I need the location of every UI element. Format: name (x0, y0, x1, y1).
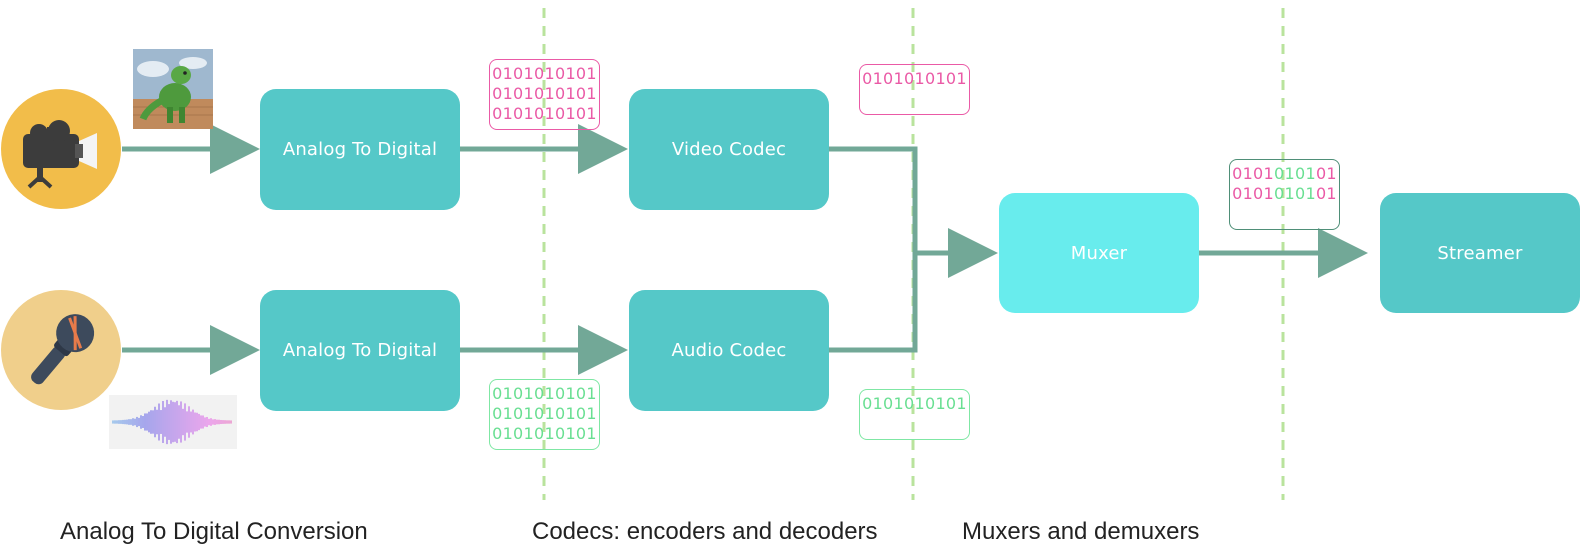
streamer-node: Streamer (1380, 193, 1580, 313)
bits-line: 0101010101 (492, 64, 597, 83)
muxed-bits-line-2: 0101010101 (1230, 184, 1339, 204)
bits-segment: 0101 (1232, 164, 1275, 183)
bits-segment: 0101 (1274, 164, 1316, 183)
raw-audio-bits: 0101010101 0101010101 0101010101 (489, 379, 600, 450)
analog-to-digital-audio-node: Analog To Digital (260, 290, 460, 411)
microphone-icon (31, 314, 95, 385)
muxer-node: Muxer (999, 193, 1199, 313)
encoded-video-bits: 0101010101 (859, 64, 970, 115)
raw-video-bits: 0101010101 0101010101 0101010101 (489, 59, 600, 130)
analog-to-digital-video-node: Analog To Digital (260, 89, 460, 210)
bits-segment: 01 (1315, 184, 1337, 203)
caption-muxers: Muxers and demuxers (962, 518, 1200, 545)
bits-segment: 0101 (1274, 184, 1316, 203)
caption-codecs: Codecs: encoders and decoders (532, 518, 878, 545)
bits-line: 0101010101 (492, 424, 597, 443)
muxed-bits-line-1: 0101010101 (1230, 164, 1339, 184)
video-codec-node: Video Codec (629, 89, 829, 210)
video-camera-icon (23, 120, 97, 189)
bits-segment: 0101 (1232, 184, 1275, 203)
bits-segment: 01 (1315, 164, 1337, 183)
bits-line: 0101010101 (492, 104, 597, 123)
encoded-audio-bits: 0101010101 (859, 389, 970, 440)
connector-audio-codec-merge (829, 253, 918, 353)
camera-source (1, 89, 121, 209)
audio-codec-node: Audio Codec (629, 290, 829, 411)
microphone-source (1, 290, 121, 410)
bits-line: 0101010101 (862, 69, 967, 88)
bits-line: 0101010101 (492, 84, 597, 103)
audio-waveform-image (109, 395, 237, 449)
muxed-bits: 0101010101 0101010101 (1229, 159, 1340, 230)
bits-line: 0101010101 (492, 384, 597, 403)
bits-line: 0101010101 (492, 404, 597, 423)
connector-video-codec-merge (829, 146, 918, 253)
bits-line: 0101010101 (862, 394, 967, 413)
dinosaur-image (133, 49, 213, 129)
caption-analog-to-digital: Analog To Digital Conversion (60, 518, 368, 545)
